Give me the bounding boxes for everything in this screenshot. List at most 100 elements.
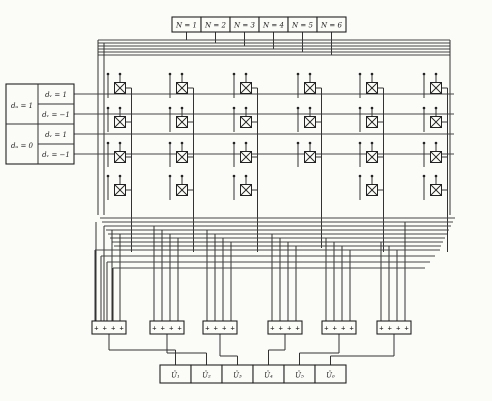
multiplier-r4-c6 (422, 174, 442, 196)
output-box-2: Ü₂ (190, 364, 223, 384)
multiplier-r1-c2 (168, 72, 188, 94)
junction-dot (168, 106, 172, 110)
multiplier-r2-c1 (106, 106, 126, 128)
output-box-row: Ü₁ Ü₂ Ü₃ Ü₄ Ü₅ Ü₆ (159, 364, 347, 384)
junction-dot (370, 141, 374, 145)
adder-row: + + + ++ + + ++ + + ++ + + ++ + + ++ + +… (91, 320, 412, 335)
junction-dot (422, 72, 426, 76)
control-row-label: dᵥ = −1 (42, 111, 70, 119)
junction-dot (244, 72, 248, 76)
junction-dot (370, 72, 374, 76)
multiplier-cross (114, 184, 126, 196)
selector-box-label: N = 4 (262, 22, 284, 30)
multiplier-r2-c6 (422, 106, 442, 128)
junction-dot (118, 72, 122, 76)
junction-dot (370, 106, 374, 110)
output-box-label: Ü₃ (233, 371, 242, 380)
junction-dot (180, 174, 184, 178)
output-box-label: Ü₅ (295, 371, 304, 380)
multiplier-cross (114, 82, 126, 94)
selector-box-label: N = 6 (320, 22, 342, 30)
control-row-label: dᵥ = −1 (42, 151, 70, 159)
selector-box-label: N = 1 (175, 22, 197, 30)
control-panel-block: dᵤ = 1dᵥ = 1dᵥ = −1dᵤ = 0dᵥ = 1dᵥ = −1 (5, 83, 75, 165)
control-panel: dᵤ = 1dᵥ = 1dᵥ = −1dᵤ = 0dᵥ = 1dᵥ = −1 (5, 83, 75, 165)
junction-dot (106, 72, 110, 76)
output-box-6: Ü₆ (314, 364, 347, 384)
multiplier-cross (176, 116, 188, 128)
multiplier-cross (304, 116, 316, 128)
adder-sign-label: + + + + (205, 325, 235, 333)
junction-dot (118, 174, 122, 178)
multiplier-cross (366, 184, 378, 196)
multiplier-cross (430, 151, 442, 163)
output-box-label: Ü₁ (171, 371, 180, 380)
multiplier-cross (114, 151, 126, 163)
junction-dot (118, 141, 122, 145)
output-box-label: Ü₂ (202, 371, 211, 380)
junction-dot (244, 141, 248, 145)
multiplier-r3-c6 (422, 141, 442, 163)
multiplier-r2-c4 (296, 106, 316, 128)
multiplier-r2-c5 (358, 106, 378, 128)
adder-sign-label: + + + + (324, 325, 354, 333)
junction-dot (308, 141, 312, 145)
multiplier-r4-c3 (232, 174, 252, 196)
multiplier-cross (366, 82, 378, 94)
signal-wires (74, 32, 455, 365)
output-box-3: Ü₃ (221, 364, 254, 384)
multiplier-cross (430, 116, 442, 128)
multiplier-r4-c2 (168, 174, 188, 196)
junction-dot (168, 72, 172, 76)
junction-dot (296, 106, 300, 110)
adder-frame (91, 320, 127, 335)
multiplier-r2-c2 (168, 106, 188, 128)
multiplier-r4-c5 (358, 174, 378, 196)
junction-dot (422, 106, 426, 110)
junction-dot (244, 174, 248, 178)
output-box-4: Ü₄ (252, 364, 285, 384)
multiplier-r3-c5 (358, 141, 378, 163)
adder-sign-label: + + + + (379, 325, 409, 333)
multiplier-r1-c1 (106, 72, 126, 94)
multiplier-cross (176, 151, 188, 163)
output-box-frame (314, 364, 347, 384)
multiplier-grid (106, 72, 442, 196)
multiplier-cross (430, 82, 442, 94)
selector-box-n2: N = 2 (200, 16, 231, 33)
junction-dot (358, 72, 362, 76)
control-group-label: dᵤ = 1 (11, 102, 33, 110)
junction-dot (106, 141, 110, 145)
selector-box-n3: N = 3 (229, 16, 260, 33)
junction-dot (434, 106, 438, 110)
selector-box-n1: N = 1 (171, 16, 202, 33)
multiplier-r1-c6 (422, 72, 442, 94)
selector-box-n6: N = 6 (316, 16, 347, 33)
junction-dot (232, 174, 236, 178)
junction-dot (434, 72, 438, 76)
selector-box-n4: N = 4 (258, 16, 289, 33)
multiplier-cross (304, 151, 316, 163)
junction-dot (232, 141, 236, 145)
junction-dot (434, 174, 438, 178)
junction-dot (422, 141, 426, 145)
multiplier-cross (304, 82, 316, 94)
junction-dot (180, 72, 184, 76)
junction-dot (106, 106, 110, 110)
adder-sign-label: + + + + (152, 325, 182, 333)
junction-dot (118, 106, 122, 110)
junction-dot (180, 141, 184, 145)
selector-box-n5: N = 5 (287, 16, 318, 33)
multiplier-r3-c3 (232, 141, 252, 163)
junction-dot (106, 174, 110, 178)
multiplier-cross (176, 82, 188, 94)
junction-dot (180, 106, 184, 110)
multiplier-r1-c4 (296, 72, 316, 94)
selector-box-frame (316, 16, 347, 33)
junction-dot (244, 106, 248, 110)
adder-5: + + + + (321, 320, 357, 335)
multiplier-r4-c1 (106, 174, 126, 196)
multiplier-cross (366, 151, 378, 163)
